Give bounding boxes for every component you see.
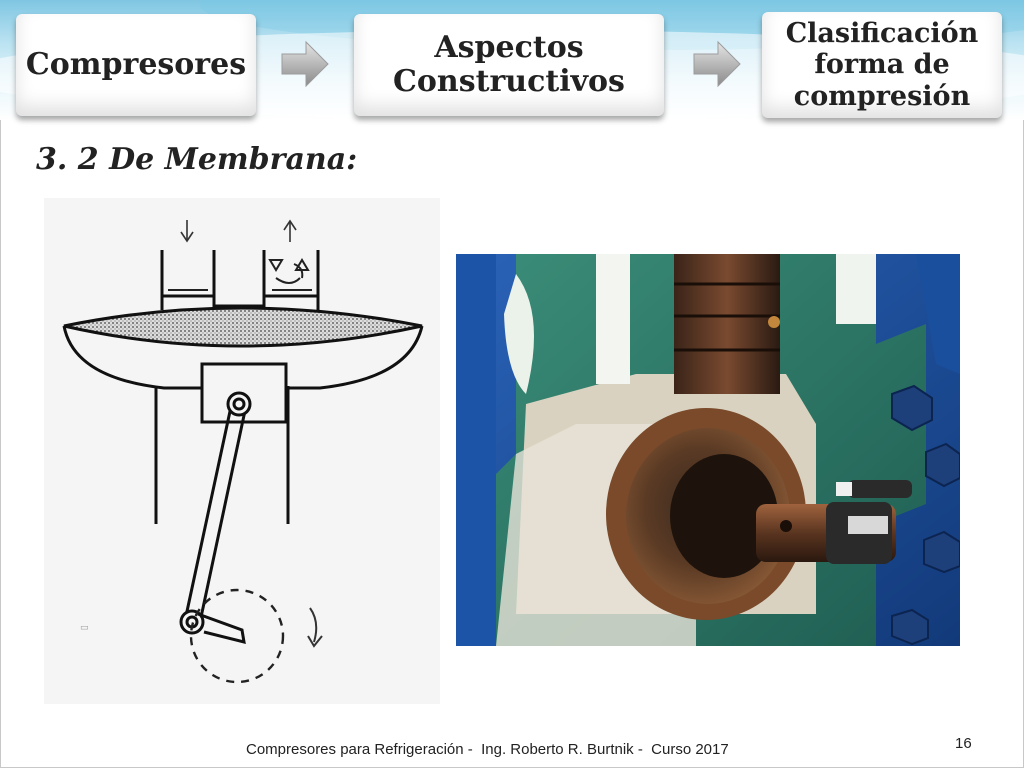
flow-arrow-icon <box>280 40 330 88</box>
breadcrumb-step-compresores[interactable]: Compresores <box>16 14 256 116</box>
page-number: 16 <box>955 735 972 752</box>
section-heading: 3. 2 De Membrana: <box>36 142 358 177</box>
breadcrumb-step-label: Clasificación forma de compresión <box>785 18 979 112</box>
diaphragm-diagram: ▭ <box>44 198 440 704</box>
breadcrumb-step-label: Aspectos Constructivos <box>393 29 625 99</box>
breadcrumb-step-clasificacion[interactable]: Clasificación forma de compresión <box>762 12 1002 118</box>
footer-text: Compresores para Refrigeración - Ing. Ro… <box>246 741 729 758</box>
flow-arrow-icon <box>692 40 742 88</box>
svg-text:▭: ▭ <box>80 623 89 633</box>
breadcrumb-step-label: Compresores <box>25 46 247 82</box>
breadcrumb-step-aspectos[interactable]: Aspectos Constructivos <box>354 14 664 116</box>
cutaway-photo <box>456 254 960 646</box>
